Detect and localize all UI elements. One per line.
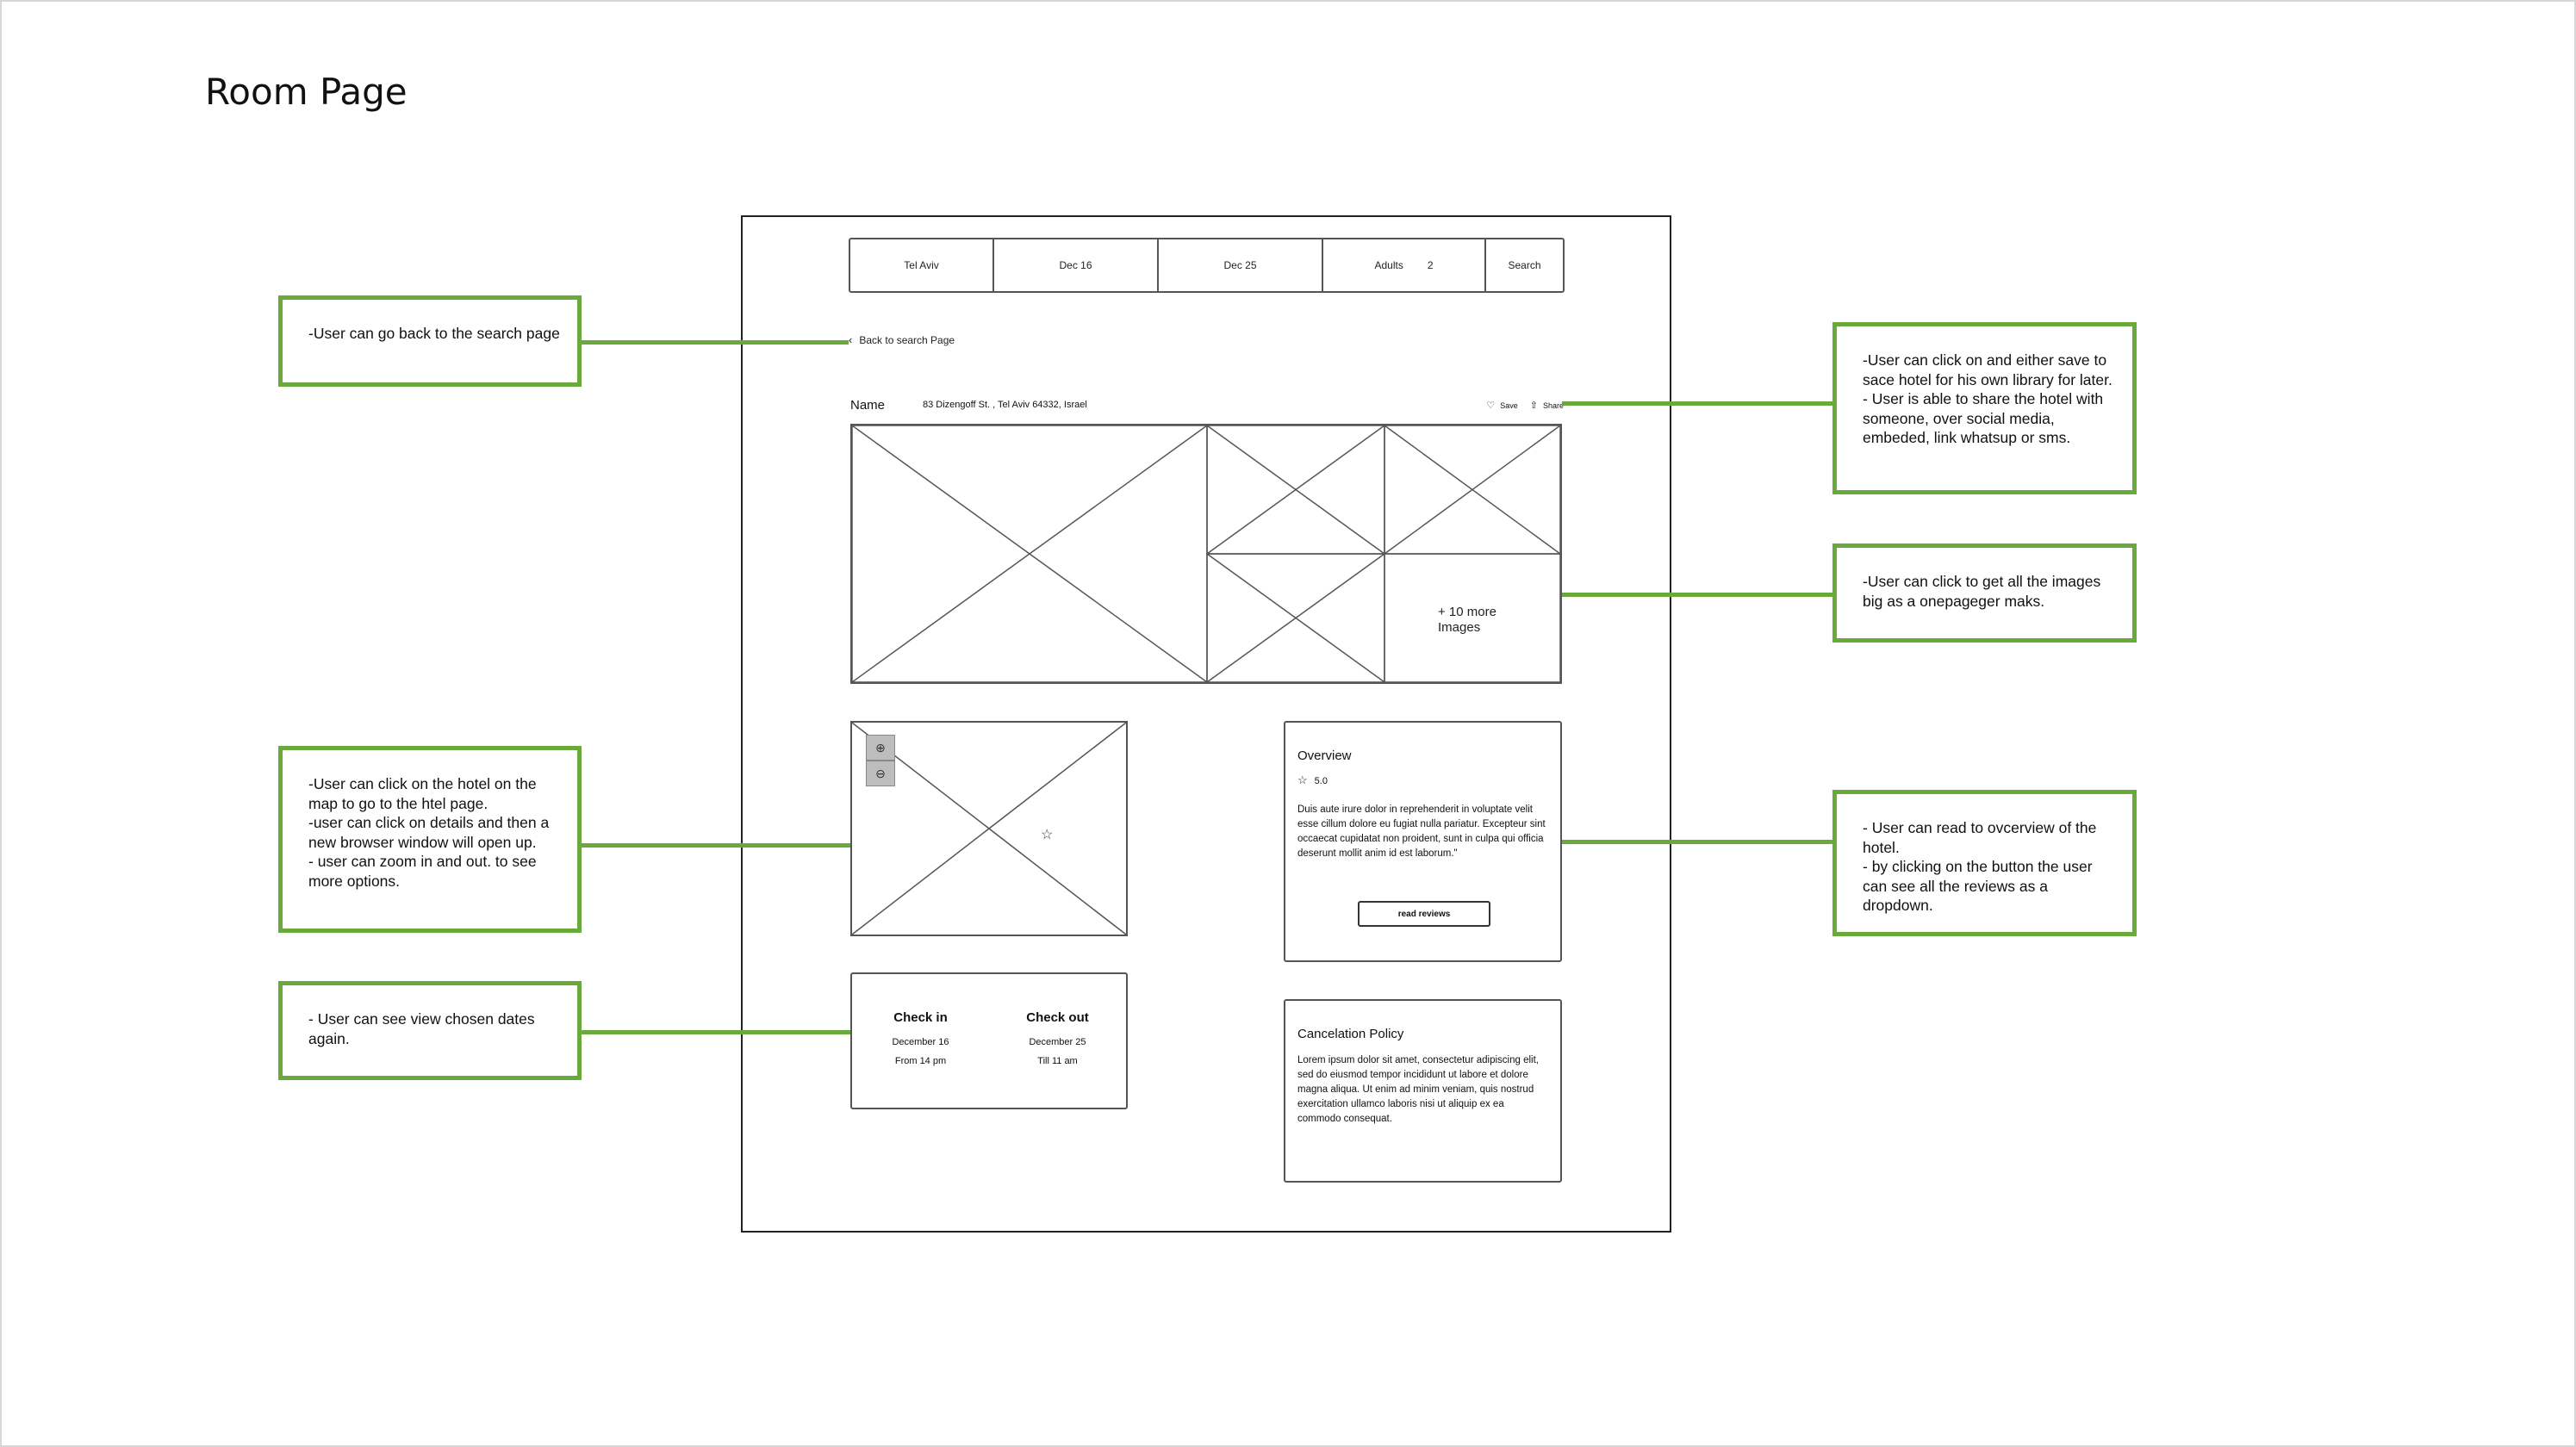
annotation-dates: - User can see view chosen dates again.	[278, 981, 582, 1080]
check-out-time: Till 11 am	[1037, 1056, 1078, 1066]
cancelation-policy-card: Cancelation Policy Lorem ipsum dolor sit…	[1284, 999, 1562, 1183]
hotel-name: Name	[850, 397, 886, 413]
connector-save-share	[1562, 401, 1835, 406]
zoom-in-button[interactable]: ⊕	[866, 735, 895, 761]
connector-back	[581, 340, 849, 345]
cancelation-title: Cancelation Policy	[1297, 1027, 1404, 1041]
save-button[interactable]: ♡ Save	[1486, 400, 1517, 411]
adults-field[interactable]: Adults 2	[1323, 239, 1486, 291]
search-button[interactable]: Search	[1486, 239, 1563, 291]
overview-title: Overview	[1297, 748, 1352, 763]
map-pin-star-icon[interactable]: ☆	[1041, 828, 1054, 842]
wireframe-frame	[741, 215, 1671, 1233]
city-value: Tel Aviv	[904, 259, 939, 271]
check-out-date-field[interactable]: Dec 25	[1159, 239, 1323, 291]
hotel-actions: ♡ Save ⇧ Share	[1486, 400, 1564, 411]
zoom-out-icon: ⊖	[875, 766, 886, 780]
back-to-search-link[interactable]: ‹ Back to search Page	[849, 333, 955, 346]
annotation-save-share: -User can click on and either save to sa…	[1832, 322, 2137, 494]
check-out-title: Check out	[1026, 1010, 1089, 1025]
connector-images	[1562, 593, 1835, 597]
hotel-header: Name 83 Dizengoff St. , Tel Aviv 64332, …	[850, 396, 1564, 413]
check-in-date-field[interactable]: Dec 16	[994, 239, 1159, 291]
zoom-out-button[interactable]: ⊖	[866, 761, 895, 786]
search-bar: Tel Aviv Dec 16 Dec 25 Adults 2 Search	[849, 238, 1565, 293]
check-in-time: From 14 pm	[894, 1056, 947, 1066]
search-button-label: Search	[1508, 259, 1541, 271]
stay-dates-card: Check in December 16 From 14 pm Check ou…	[850, 972, 1128, 1109]
gallery-placeholders	[852, 425, 1560, 682]
more-images-tile	[1384, 553, 1560, 682]
image-gallery[interactable]: + 10 more Images	[850, 424, 1562, 684]
heart-icon: ♡	[1486, 400, 1496, 411]
check-out-date-value: Dec 25	[1223, 259, 1257, 271]
connector-dates	[581, 1030, 850, 1034]
annotation-back: -User can go back to the search page	[278, 295, 582, 387]
overview-card: Overview ☆ 5.0 Duis aute irure dolor in r…	[1284, 721, 1562, 962]
read-reviews-label: read reviews	[1397, 909, 1451, 919]
check-in-title: Check in	[893, 1010, 948, 1025]
share-icon: ⇧	[1529, 400, 1538, 411]
page-title: Room Page	[205, 71, 408, 113]
star-icon: ☆	[1297, 773, 1308, 786]
share-button[interactable]: ⇧ Share	[1530, 400, 1564, 411]
share-label: Share	[1542, 401, 1564, 410]
chevron-left-icon: ‹	[849, 333, 853, 346]
adults-label: Adults	[1374, 259, 1403, 271]
check-in-column: Check in December 16 From 14 pm	[861, 1010, 981, 1108]
cancelation-text: Lorem ipsum dolor sit amet, consectetur …	[1297, 1055, 1539, 1124]
annotation-map: -User can click on the hotel on the map …	[278, 746, 582, 933]
more-images-label[interactable]: + 10 more Images	[1438, 605, 1496, 636]
annotation-images: -User can click to get all the images bi…	[1832, 543, 2137, 643]
check-out-date: December 25	[1029, 1037, 1086, 1047]
check-in-date-value: Dec 16	[1059, 259, 1092, 271]
rating-value: 5.0	[1314, 776, 1328, 786]
zoom-in-icon: ⊕	[875, 740, 886, 755]
overview-text: Duis aute irure dolor in reprehenderit i…	[1297, 804, 1546, 859]
city-field[interactable]: Tel Aviv	[850, 239, 994, 291]
read-reviews-button[interactable]: read reviews	[1358, 901, 1490, 927]
adults-count: 2	[1427, 259, 1434, 271]
map[interactable]: ⊕ ⊖ ☆	[850, 721, 1128, 936]
hotel-address: 83 Dizengoff St. , Tel Aviv 64332, Israe…	[923, 400, 1087, 410]
rating: ☆ 5.0	[1297, 773, 1548, 787]
check-in-date: December 16	[892, 1037, 949, 1047]
save-label: Save	[1500, 401, 1518, 410]
connector-map	[581, 843, 850, 848]
annotation-overview: - User can read to ovcerview of the hote…	[1832, 790, 2137, 936]
check-out-column: Check out December 25 Till 11 am	[998, 1010, 1118, 1108]
connector-overview	[1562, 840, 1835, 844]
more-images-text: + 10 more Images	[1438, 605, 1496, 635]
map-placeholder	[852, 723, 1126, 935]
back-link-label: Back to search Page	[859, 333, 955, 346]
